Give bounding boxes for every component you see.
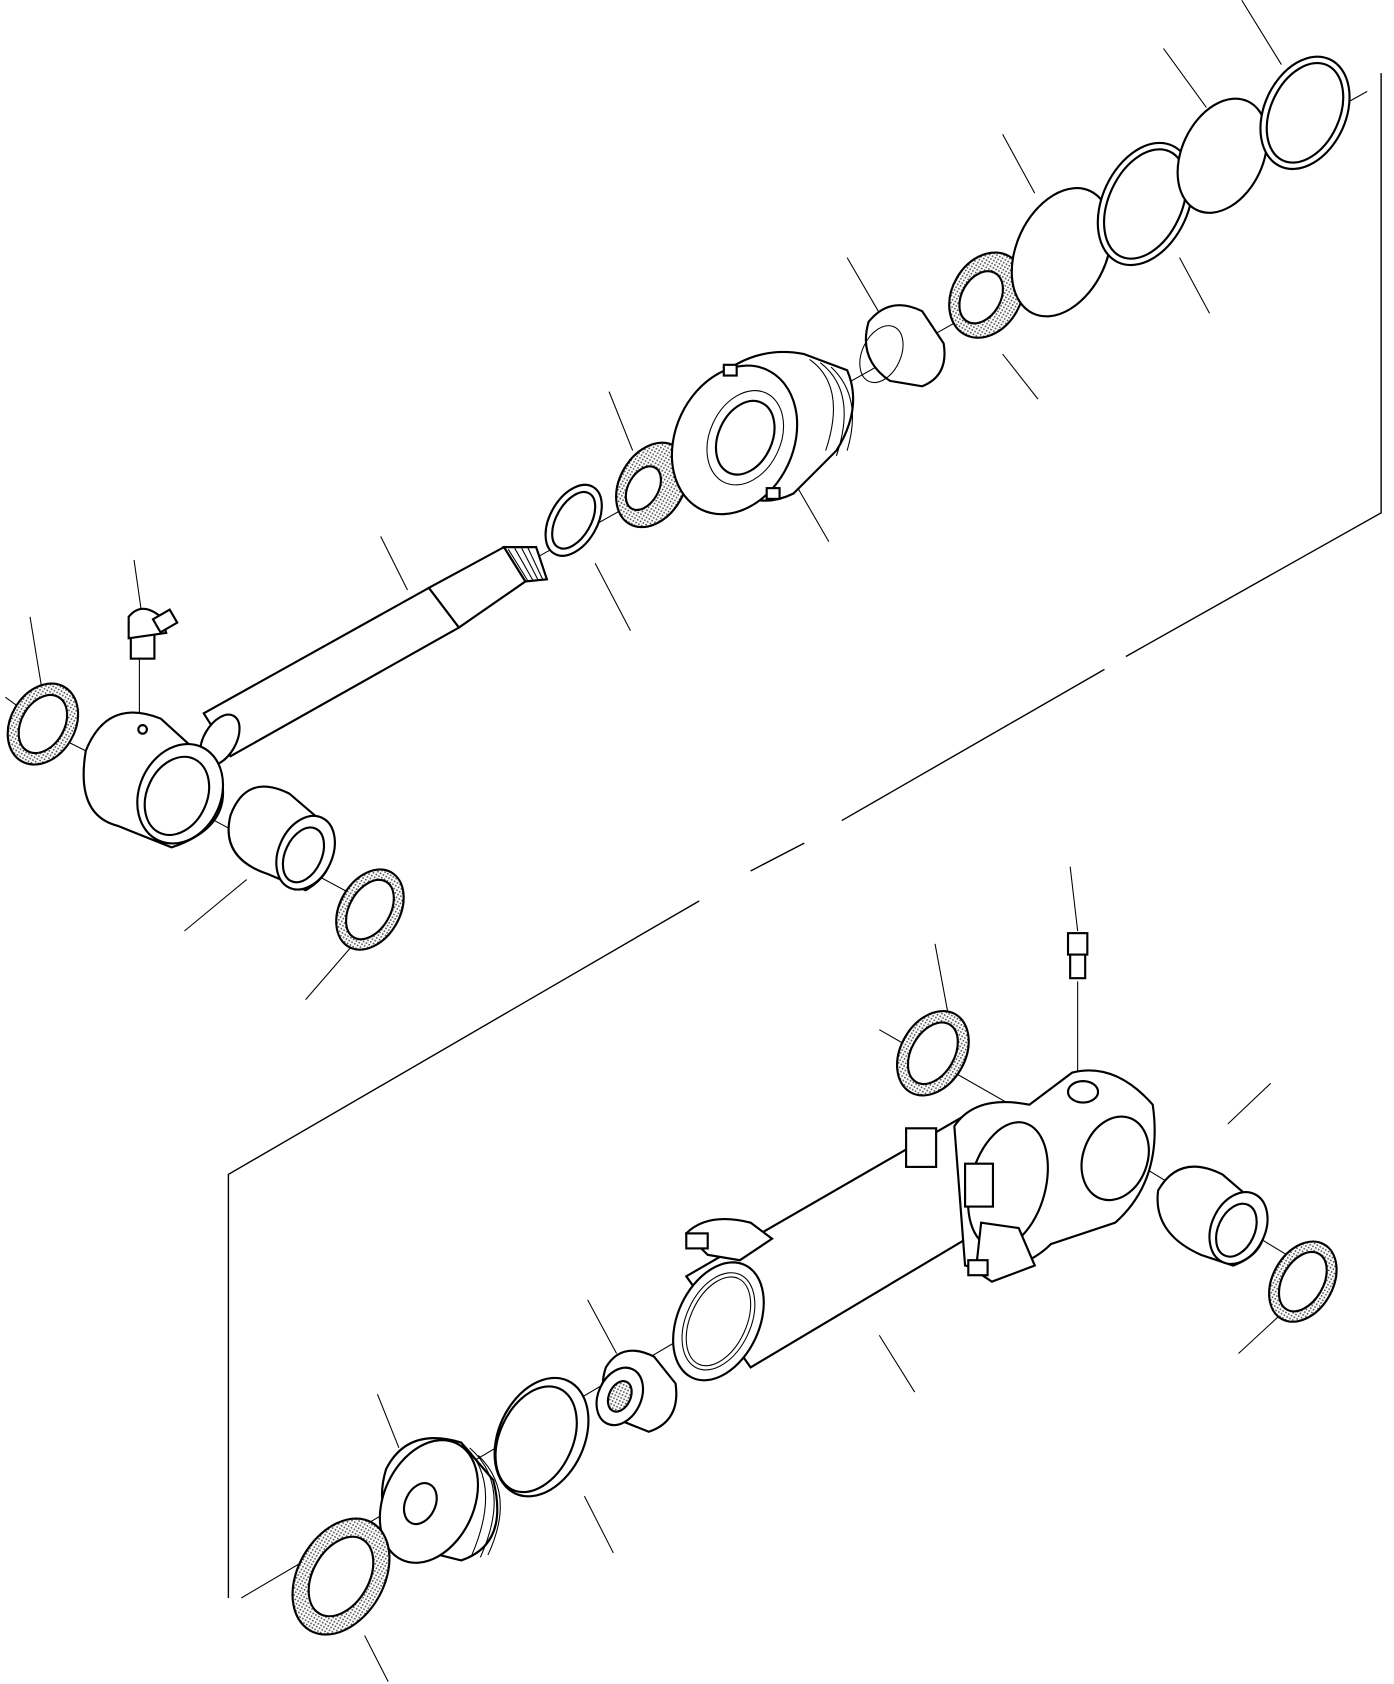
section-boundary [227,73,1382,1598]
bushing-rod-eye [227,785,336,892]
port-fitting-left [684,1218,774,1262]
rod-seal [948,251,1025,339]
cylinder-barrel [672,1114,1031,1382]
o-ring-large [1010,187,1113,318]
barrel-head-block [905,1069,1156,1283]
wiper-seal [615,441,689,529]
rod-eye-seal-ring-right [335,868,405,951]
grease-nipple-top [127,607,179,660]
piston-wear-ring [493,1376,590,1498]
piston-nut [595,1349,678,1433]
rod-eye [82,711,225,849]
grease-nipple-bottom [1066,932,1089,980]
o-ring-small [1176,97,1269,214]
backup-ring [1096,141,1194,267]
rod-end-seal-ring-left [6,682,80,766]
guide-bushing [859,304,946,388]
bushing-head [1156,1165,1269,1267]
piston-rod [199,545,549,767]
snap-ring [544,483,603,557]
head-seal-ring [896,1009,970,1097]
cylinder-head-gland [670,350,855,516]
head-seal-ring-right [1268,1240,1338,1323]
piston-seal [291,1517,391,1636]
piston [378,1437,501,1564]
leader-lines [29,0,1282,1682]
backup-ring-end [1259,55,1351,171]
